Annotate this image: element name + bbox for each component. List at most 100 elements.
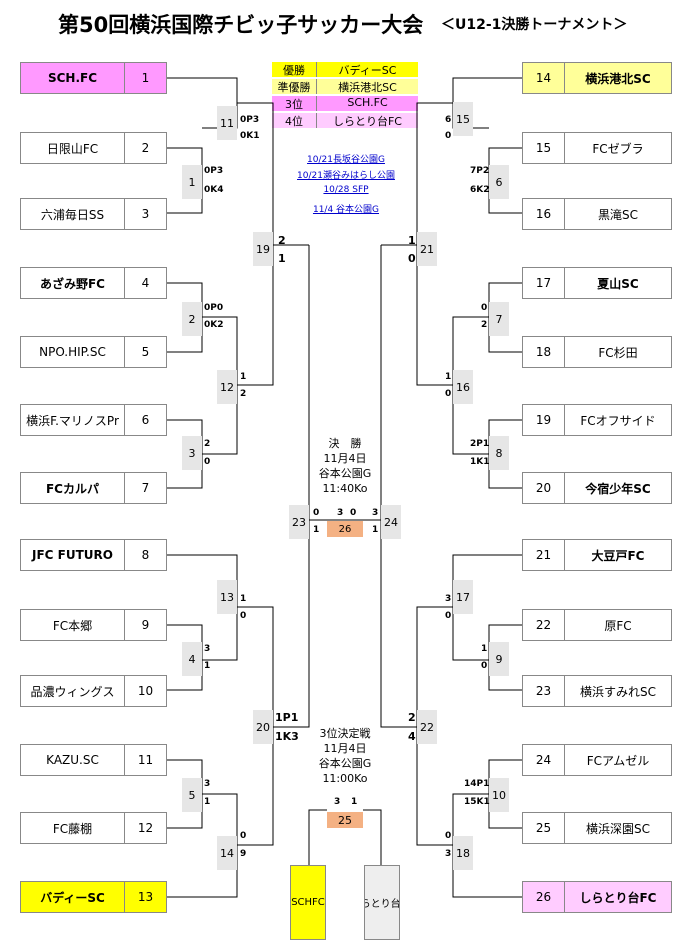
team-name: FCオフサイド bbox=[580, 413, 656, 428]
score: 0P3 bbox=[204, 166, 224, 176]
third-place-info: 3位決定戦 11月4日 谷本公園G 11:00Ko bbox=[295, 726, 395, 786]
third-time: 11:00Ko bbox=[322, 772, 368, 785]
team-number: 13 bbox=[124, 882, 166, 912]
result-rank: 準優勝 bbox=[272, 79, 317, 94]
match-label: 12 bbox=[217, 370, 237, 404]
result-team: バディーSC bbox=[338, 64, 397, 77]
third-score-left: 3 bbox=[334, 797, 341, 807]
score: 0K2 bbox=[204, 320, 224, 330]
result-row-third: 3位 SCH.FC bbox=[272, 96, 418, 112]
third-team-left-name: SCHFC bbox=[291, 897, 325, 908]
team-name: 六浦毎日SS bbox=[40, 207, 105, 222]
venue-link[interactable]: 11/4 谷本公園G bbox=[312, 205, 380, 215]
score: 1 bbox=[278, 252, 286, 265]
final-score-right: 0 bbox=[350, 508, 357, 518]
team-number: 18 bbox=[523, 337, 565, 367]
team-box: 17 夏山SC bbox=[522, 267, 672, 299]
score: 1 bbox=[313, 525, 320, 535]
score: 4 bbox=[408, 730, 416, 743]
score: 3 bbox=[204, 779, 211, 789]
team-name: FCカルパ bbox=[45, 481, 99, 496]
team-box: 24 FCアムゼル bbox=[522, 744, 672, 776]
score: 3 bbox=[372, 508, 379, 518]
team-box: 21 大豆戸FC bbox=[522, 539, 672, 571]
score: 3 bbox=[204, 644, 211, 654]
score: 2 bbox=[408, 711, 416, 724]
score: 7P2 bbox=[470, 166, 490, 176]
score: 1P1 bbox=[275, 711, 299, 724]
match-label: 13 bbox=[217, 580, 237, 614]
team-number: 4 bbox=[124, 268, 166, 298]
team-box: 品濃ウィングス 10 bbox=[20, 675, 167, 707]
team-number: 16 bbox=[523, 199, 565, 229]
match-label: 2 bbox=[182, 302, 202, 336]
score: 0 bbox=[445, 831, 452, 841]
team-name: 黒滝SC bbox=[598, 207, 638, 222]
final-score-left: 3 bbox=[337, 508, 344, 518]
result-rank: 3位 bbox=[272, 96, 317, 111]
match-label: 14 bbox=[217, 836, 237, 870]
team-number: 1 bbox=[124, 63, 166, 93]
match-label: 7 bbox=[489, 302, 509, 336]
team-box: JFC FUTURO 8 bbox=[20, 539, 167, 571]
team-name: あざみ野FC bbox=[39, 276, 105, 291]
team-number: 23 bbox=[523, 676, 565, 706]
team-box: NPO.HIP.SC 5 bbox=[20, 336, 167, 368]
score: 1 bbox=[240, 372, 247, 382]
score: 0P3 bbox=[240, 115, 260, 125]
result-team: しらとり台FC bbox=[332, 115, 402, 128]
venue-link[interactable]: 10/21長坂谷公園G bbox=[307, 155, 385, 165]
team-number: 21 bbox=[523, 540, 565, 570]
result-team: 横浜港北SC bbox=[338, 81, 397, 94]
score: 6K2 bbox=[470, 185, 490, 195]
team-name: FCゼブラ bbox=[592, 141, 644, 156]
third-title: 3位決定戦 bbox=[319, 727, 371, 740]
match-label: 8 bbox=[489, 436, 509, 470]
match-label: 19 bbox=[253, 232, 273, 266]
venue-link[interactable]: 10/21瀬谷みはらし公園 bbox=[297, 171, 395, 181]
score: 1 bbox=[481, 644, 488, 654]
score: 15K1 bbox=[464, 797, 490, 807]
team-number: 3 bbox=[124, 199, 166, 229]
team-name: 原FC bbox=[604, 618, 632, 633]
team-box: あざみ野FC 4 bbox=[20, 267, 167, 299]
score: 0 bbox=[240, 611, 247, 621]
venue-link[interactable]: 10/28 SFP bbox=[323, 185, 369, 195]
team-box: 六浦毎日SS 3 bbox=[20, 198, 167, 230]
team-box: 16 黒滝SC bbox=[522, 198, 672, 230]
team-box: 20 今宿少年SC bbox=[522, 472, 672, 504]
team-number: 25 bbox=[523, 813, 565, 843]
team-box: FCカルパ 7 bbox=[20, 472, 167, 504]
score: 0 bbox=[313, 508, 320, 518]
score: 1 bbox=[445, 372, 452, 382]
team-box: 日限山FC 2 bbox=[20, 132, 167, 164]
score: 6 bbox=[445, 115, 452, 125]
match-label: 4 bbox=[182, 642, 202, 676]
score: 1 bbox=[240, 594, 247, 604]
team-box: 19 FCオフサイド bbox=[522, 404, 672, 436]
score: 0 bbox=[204, 457, 211, 467]
match-label: 9 bbox=[489, 642, 509, 676]
team-box: 23 横浜すみれSC bbox=[522, 675, 672, 707]
match-label: 24 bbox=[381, 505, 401, 539]
match-label: 17 bbox=[453, 580, 473, 614]
team-name: しらとり台FC bbox=[579, 890, 657, 905]
team-name: 横浜F.マリノスPr bbox=[26, 413, 119, 428]
team-box: FC本郷 9 bbox=[20, 609, 167, 641]
score: 2 bbox=[278, 234, 286, 247]
match-label: 15 bbox=[453, 102, 473, 136]
team-number: 5 bbox=[124, 337, 166, 367]
final-venue: 谷本公園G bbox=[318, 467, 372, 480]
team-box: 25 横浜深園SC bbox=[522, 812, 672, 844]
team-box: 横浜F.マリノスPr 6 bbox=[20, 404, 167, 436]
score: 0 bbox=[445, 389, 452, 399]
team-box: 15 FCゼブラ bbox=[522, 132, 672, 164]
team-name: 横浜港北SC bbox=[585, 71, 651, 86]
final-match-box: 26 bbox=[327, 521, 363, 537]
score: 1K1 bbox=[470, 457, 490, 467]
match-label: 21 bbox=[417, 232, 437, 266]
third-team-right: しらとり台FC bbox=[364, 865, 400, 940]
team-box: 18 FC杉田 bbox=[522, 336, 672, 368]
match-label: 16 bbox=[453, 370, 473, 404]
final-title: 決 勝 bbox=[328, 437, 362, 450]
